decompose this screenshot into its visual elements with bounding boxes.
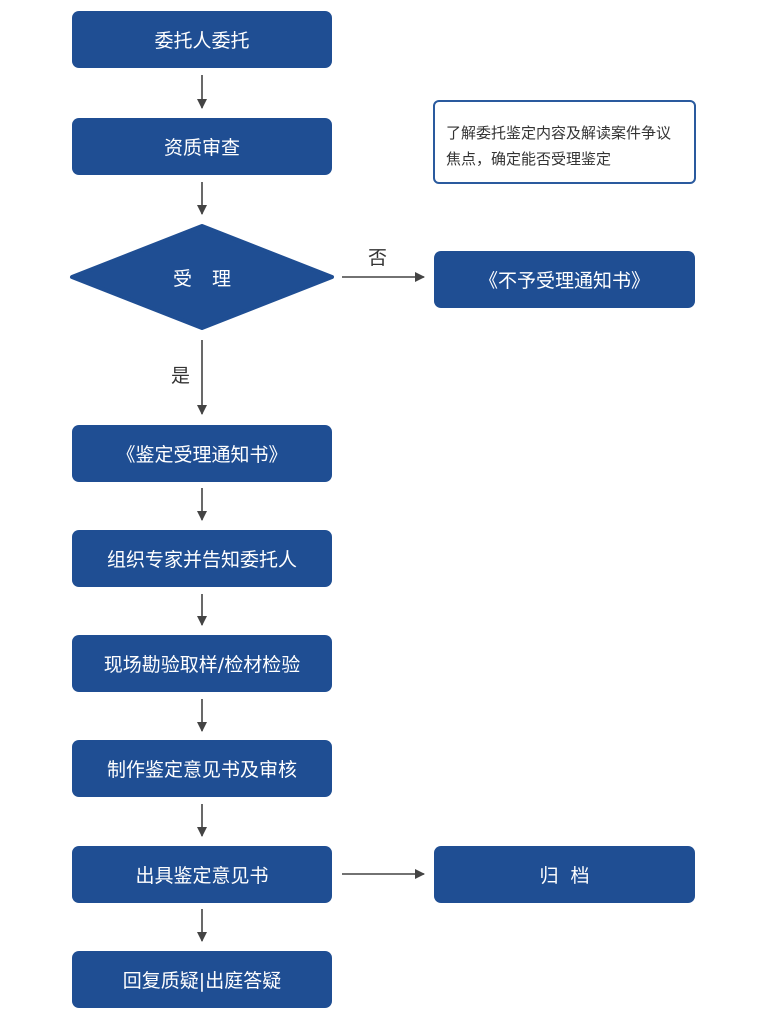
node-acceptance-notice: 《鉴定受理通知书》 [72,425,332,482]
edge-label-yes: 是 [171,365,191,387]
node-commission: 委托人委托 [72,11,332,68]
node-archive: 归 档 [434,846,695,903]
node-site-survey: 现场勘验取样/检材检验 [72,635,332,692]
node-rejection-notice: 《不予受理通知书》 [434,251,695,308]
node-prepare-opinion: 制作鉴定意见书及审核 [72,740,332,797]
node-acceptance-label: 受理 [172,267,251,290]
acceptance-diamond [70,224,334,330]
node-organize-experts: 组织专家并告知委托人 [72,530,332,587]
node-court-reply: 回复质疑|出庭答疑 [72,951,332,1008]
node-issue-opinion: 出具鉴定意见书 [72,846,332,903]
node-qualification: 资质审查 [72,118,332,175]
edge-label-no: 否 [368,247,388,269]
qualification-note: 了解委托鉴定内容及解读案件争议焦点，确定能否受理鉴定 [433,100,696,184]
